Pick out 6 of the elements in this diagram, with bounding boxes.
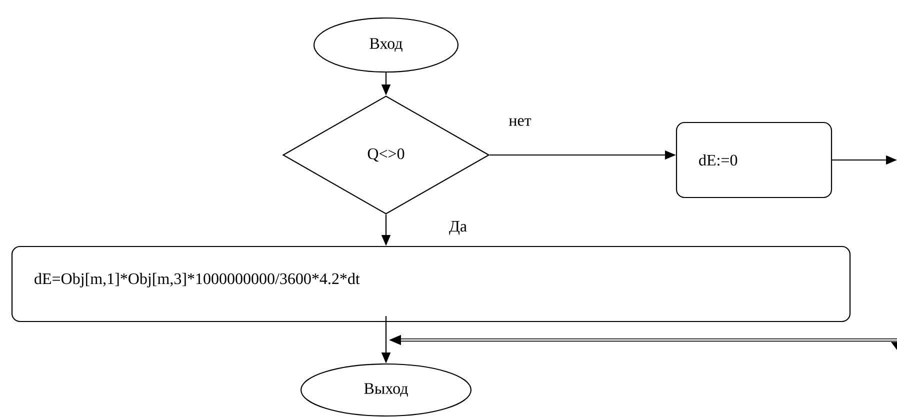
process-box: dE=Obj[m,1]*Obj[m,3]*1000000000/3600*4.2*dt [11,246,851,322]
edge-label: Да [448,220,468,236]
start-terminal: Вход [313,17,459,73]
process-box: dE:=0 [676,122,832,198]
end-terminal: Выход [300,363,472,417]
edge-label: нет [508,117,532,127]
